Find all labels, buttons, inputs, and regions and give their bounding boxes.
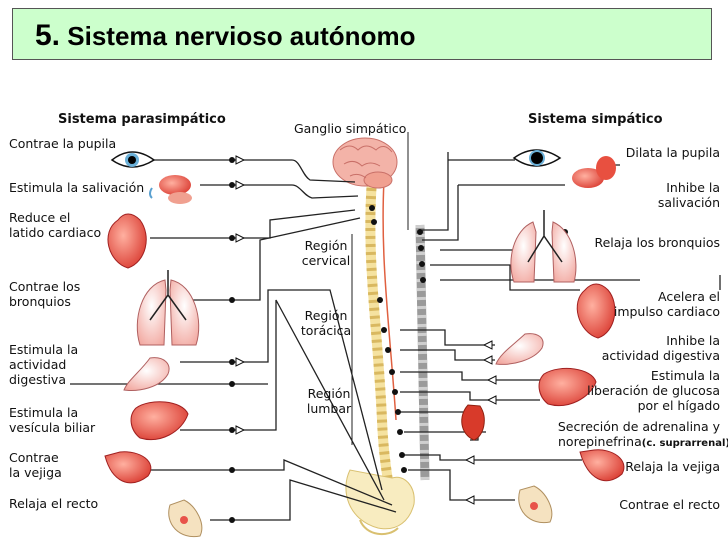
right-label-norepinephrine: norepinefrina(c. suprarrenal) [558, 434, 728, 449]
header-ganglion: Ganglio simpático [294, 121, 407, 136]
salivary-gland-left [149, 175, 192, 204]
brain [332, 137, 398, 189]
rectum-right [518, 485, 553, 524]
page-title: 5. Sistema nervioso autónomo [35, 19, 415, 53]
eye-left [110, 151, 156, 168]
adrenal-kidney [461, 404, 485, 441]
pelvis [345, 469, 415, 536]
left-label-rectum: Relaja el recto [9, 496, 99, 511]
triangle-markers [235, 155, 497, 505]
synapse-markers [229, 157, 603, 523]
right-label-pupil: Dilata la pupila [625, 145, 720, 160]
lungs-right [510, 210, 577, 283]
stomach-right [495, 333, 544, 365]
header-parasympathetic: Sistema parasimpático [58, 112, 226, 127]
heart-left [107, 213, 147, 269]
liver-right [538, 368, 597, 406]
lungs-left [136, 270, 200, 346]
sympathetic-nerves [400, 152, 721, 501]
rectum-left [168, 499, 203, 538]
title-banner: 5. Sistema nervioso autónomo [12, 8, 712, 60]
left-label-salivation: Estimula la salivación [9, 180, 145, 195]
liver-left [130, 401, 189, 440]
salivary-gland-right [572, 156, 616, 188]
header-sympathetic: Sistema simpático [528, 112, 663, 127]
title-text: Sistema nervioso autónomo [67, 21, 416, 51]
right-label-bronchi: Relaja los bronquios [594, 235, 720, 250]
eye-right [512, 149, 562, 167]
parasympathetic-nerves [70, 159, 397, 521]
spinal-column [365, 179, 399, 521]
title-number: 5. [35, 19, 61, 52]
bladder-left [104, 451, 152, 484]
right-label-rectum: Contrae el recto [619, 497, 720, 512]
right-label-adrenaline: Secreción de adrenalina y [557, 419, 720, 434]
heart-right [576, 283, 616, 339]
right-label-bladder: Relaja la vejiga [625, 459, 720, 474]
bladder-right [579, 449, 625, 482]
left-label-pupil: Contrae la pupila [9, 136, 117, 151]
stomach-left [123, 357, 170, 391]
ganglion-chain [415, 224, 430, 481]
adrenal-note: (c. suprarrenal) [641, 438, 728, 449]
